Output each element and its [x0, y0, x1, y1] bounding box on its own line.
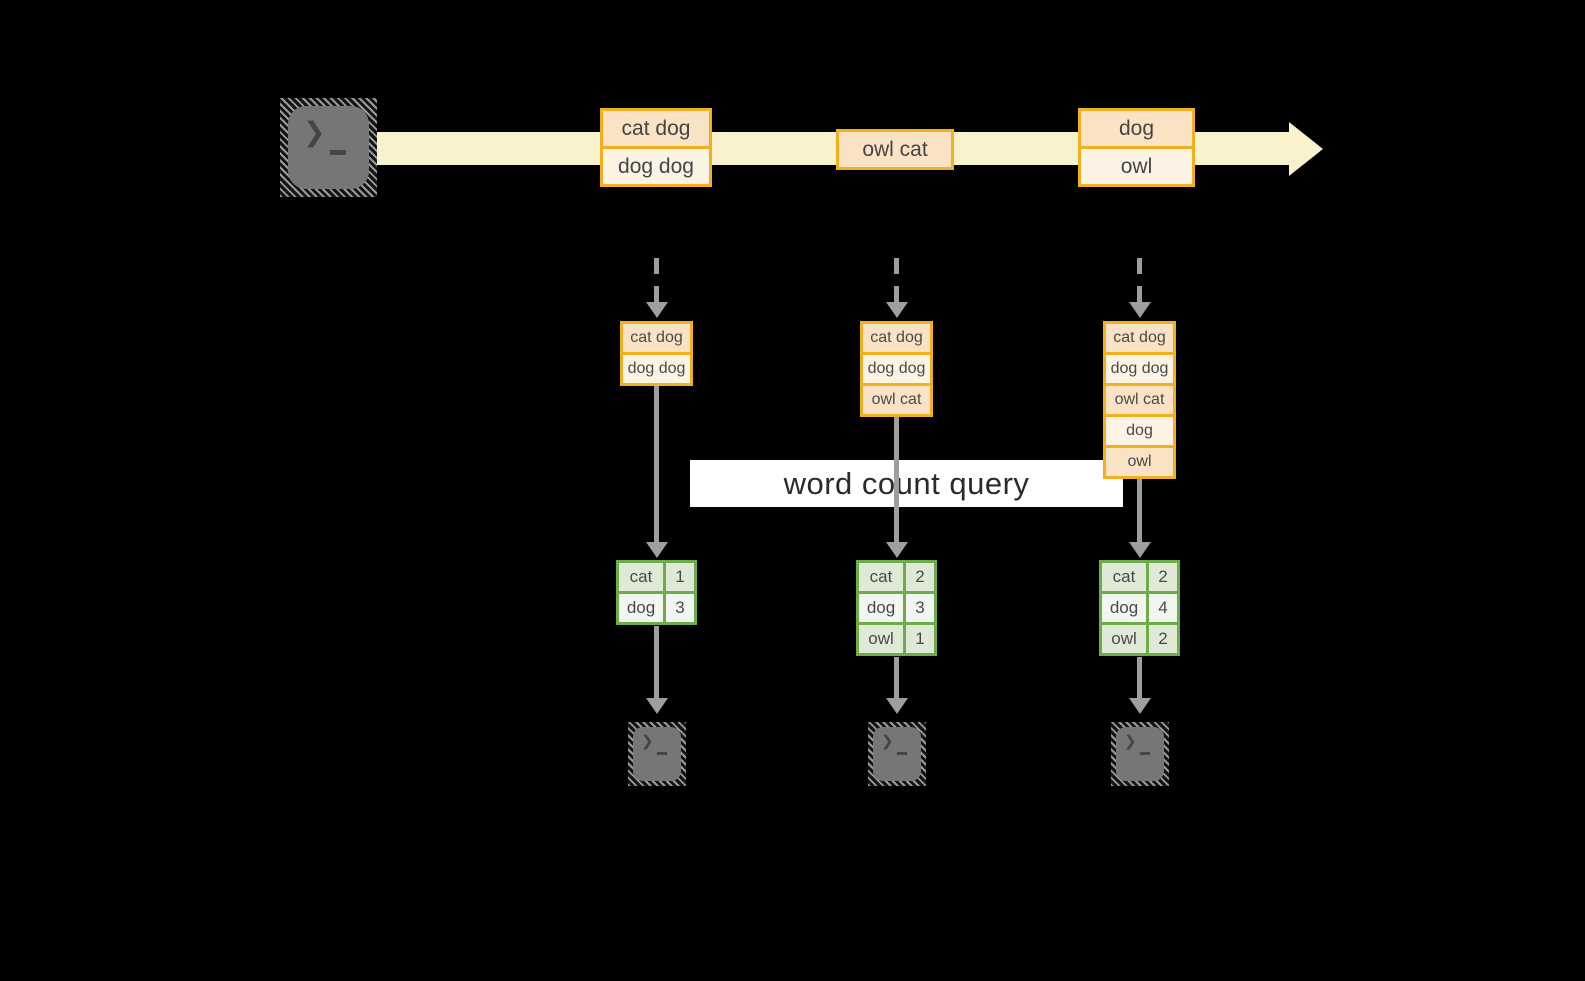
sink-terminal-icon: ❯	[868, 722, 926, 786]
event-line: dog	[1081, 111, 1192, 146]
word-count-table-3: cat 2 dog 4 owl 2	[1099, 560, 1180, 656]
terminal-cursor-icon	[1140, 752, 1150, 755]
sink-arrow	[1137, 657, 1142, 700]
buffer-line: dog dog	[623, 352, 690, 383]
buffer-line: dog dog	[1106, 352, 1173, 383]
query-arrow	[894, 417, 899, 544]
event-line: owl cat	[839, 132, 951, 167]
sink-terminal-icon: ❯	[628, 722, 686, 786]
sink-terminal-icon: ❯	[1111, 722, 1169, 786]
word-cell: cat	[859, 563, 903, 591]
word-cell: dog	[1102, 594, 1146, 622]
query-arrow	[654, 386, 659, 544]
word-cell: dog	[619, 594, 663, 622]
count-cell: 1	[666, 563, 694, 591]
query-banner: word count query	[690, 460, 1123, 507]
terminal-prompt-icon: ❯	[641, 733, 654, 750]
terminal-icon-body: ❯	[633, 727, 681, 781]
arrowhead-down-icon	[646, 542, 668, 558]
terminal-icon-body: ❯	[1116, 727, 1164, 781]
buffer-line: owl	[1106, 445, 1173, 476]
terminal-cursor-icon	[330, 150, 346, 155]
event-buffer-2: cat dog dog dog owl cat	[860, 321, 933, 417]
sink-arrow	[894, 657, 899, 700]
stream-event-box-2: owl cat	[836, 129, 954, 170]
event-line: cat dog	[603, 111, 709, 146]
query-arrow	[1137, 479, 1142, 544]
terminal-icon-body: ❯	[288, 106, 369, 189]
word-cell: cat	[619, 563, 663, 591]
count-cell: 1	[906, 625, 934, 653]
terminal-prompt-icon: ❯	[303, 117, 326, 147]
buffer-line: owl cat	[1106, 383, 1173, 414]
event-stream-arrowhead-icon	[1289, 122, 1323, 176]
arrowhead-down-icon	[1129, 302, 1151, 318]
count-cell: 2	[1149, 563, 1177, 591]
arrowhead-down-icon	[646, 698, 668, 714]
event-buffer-3: cat dog dog dog owl cat dog owl	[1103, 321, 1176, 479]
word-count-table-1: cat 1 dog 3	[616, 560, 697, 625]
sink-arrow	[654, 626, 659, 700]
buffer-line: dog	[1106, 414, 1173, 445]
ingest-dashed-arrow	[894, 258, 899, 304]
terminal-icon-body: ❯	[873, 727, 921, 781]
word-cell: owl	[1102, 625, 1146, 653]
arrowhead-down-icon	[886, 698, 908, 714]
terminal-prompt-icon: ❯	[881, 733, 894, 750]
buffer-line: cat dog	[623, 324, 690, 352]
event-buffer-1: cat dog dog dog	[620, 321, 693, 386]
ingest-dashed-arrow	[654, 258, 659, 304]
buffer-line: cat dog	[1106, 324, 1173, 352]
stream-event-box-1: cat dog dog dog	[600, 108, 712, 187]
ingest-dashed-arrow	[1137, 258, 1142, 304]
count-cell: 2	[1149, 625, 1177, 653]
count-cell: 3	[906, 594, 934, 622]
word-cell: owl	[859, 625, 903, 653]
source-terminal-icon: ❯	[280, 98, 377, 197]
event-line: dog dog	[603, 146, 709, 184]
arrowhead-down-icon	[886, 302, 908, 318]
buffer-line: dog dog	[863, 352, 930, 383]
stream-event-box-3: dog owl	[1078, 108, 1195, 187]
arrowhead-down-icon	[1129, 698, 1151, 714]
terminal-cursor-icon	[897, 752, 907, 755]
count-cell: 3	[666, 594, 694, 622]
arrowhead-down-icon	[646, 302, 668, 318]
buffer-line: owl cat	[863, 383, 930, 414]
arrowhead-down-icon	[886, 542, 908, 558]
word-count-table-2: cat 2 dog 3 owl 1	[856, 560, 937, 656]
word-cell: cat	[1102, 563, 1146, 591]
arrowhead-down-icon	[1129, 542, 1151, 558]
event-line: owl	[1081, 146, 1192, 184]
count-cell: 2	[906, 563, 934, 591]
count-cell: 4	[1149, 594, 1177, 622]
terminal-cursor-icon	[657, 752, 667, 755]
word-cell: dog	[859, 594, 903, 622]
buffer-line: cat dog	[863, 324, 930, 352]
terminal-prompt-icon: ❯	[1124, 733, 1137, 750]
